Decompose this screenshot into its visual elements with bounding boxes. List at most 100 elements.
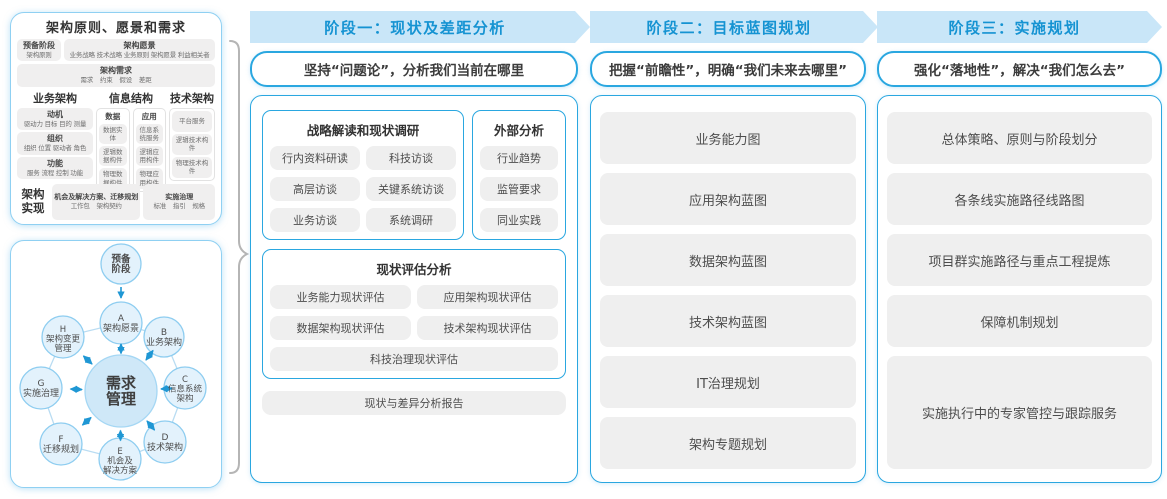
information-structure-section: 信息结构 数据 数据实体 逻辑数据构件 物理数据构件 应用 信息系统服务 逻辑应…	[96, 90, 166, 192]
external-analysis-box: 外部分析 行业趋势 监管要求 同业实践	[472, 110, 566, 240]
node-b-business	[143, 316, 185, 358]
activity-chip: 应用架构现状评估	[417, 285, 558, 309]
data-entity-box: 数据实体	[99, 123, 127, 145]
node-preliminary	[100, 243, 142, 285]
node-d-technology	[143, 420, 187, 464]
deliverable-box: 技术架构蓝图	[600, 295, 856, 347]
activity-chip: 数据架构现状评估	[270, 316, 411, 340]
activity-chip: 高层访谈	[270, 177, 360, 201]
phase-3-header-band: 阶段三：实施规划	[877, 11, 1162, 43]
phase-3-title: 阶段三：实施规划	[948, 18, 1081, 37]
prep-vision-row: 预备阶段 架构原则 架构愿景 业务战略 技术战略 业务原则 架构愿景 利益相关者	[17, 39, 215, 62]
box-title: 战略解读和现状调研	[306, 123, 420, 138]
node-requirements-management	[84, 354, 158, 428]
svg-text:预备阶段: 预备阶段	[111, 253, 131, 275]
activity-chip: 技术架构现状评估	[417, 316, 558, 340]
activity-chip: 科技治理现状评估	[270, 347, 558, 371]
physical-app-box: 物理应用构件	[135, 168, 163, 189]
box-sub: 架构原则	[26, 51, 52, 59]
gap-analysis-report-box: 现状与差异分析报告	[262, 391, 566, 415]
svg-text:需求管理: 需求管理	[106, 374, 137, 408]
activity-chip: 业务能力现状评估	[270, 285, 411, 309]
phase-1-top-row: 战略解读和现状调研 行内资料研读 科技访谈 高层访谈 关键系统访谈 业务访谈 系…	[262, 110, 566, 240]
deliverable-box: 业务能力图	[600, 112, 856, 164]
deliverable-box: 实施执行中的专家管控与跟踪服务	[887, 356, 1152, 469]
brace-decoration	[229, 40, 250, 474]
section-title: 信息结构	[109, 91, 153, 105]
opportunities-migration-box: 机会及解决方案、迁移规划 工作包 架构契约	[52, 184, 141, 220]
activity-chip: 业务访谈	[270, 208, 360, 232]
deliverable-box: 架构专题规划	[600, 417, 856, 469]
section-title: 业务架构	[33, 91, 77, 105]
box-title: 架构需求	[100, 66, 132, 76]
phase-1-content: 战略解读和现状调研 行内资料研读 科技访谈 高层访谈 关键系统访谈 业务访谈 系…	[250, 95, 578, 483]
data-column: 数据 数据实体 逻辑数据构件 物理数据构件	[96, 107, 130, 192]
box-sub: 需求 约束 假设 差距	[80, 76, 152, 85]
activity-chip: 监管要求	[480, 177, 558, 201]
box-title: 外部分析	[493, 123, 544, 138]
phase-3-subtitle-box: 强化“落地性”，解决“我们怎么去”	[877, 51, 1162, 87]
deliverable-box: 项目群实施路径与重点工程提炼	[887, 234, 1152, 286]
activity-chip: 行业趋势	[480, 146, 558, 170]
activity-chip: 同业实践	[480, 208, 558, 232]
deliverable-box: 数据架构蓝图	[600, 234, 856, 286]
deliverable-box: 保障机制规划	[887, 295, 1152, 347]
strategy-items: 行内资料研读 科技访谈 高层访谈 关键系统访谈 业务访谈 系统调研	[270, 146, 456, 232]
current-state-assessment-box: 现状评估分析 业务能力现状评估 应用架构现状评估 数据架构现状评估 技术架构现状…	[262, 249, 566, 379]
box-title: 架构愿景	[123, 41, 156, 50]
phase-2-header-band: 阶段二：目标蓝图规划	[590, 11, 878, 43]
activity-chip: 科技访谈	[366, 146, 456, 170]
node-g-governance	[19, 366, 63, 410]
panel-title: 架构原则、愿景和需求	[45, 21, 186, 36]
organization-box: 组织 组织 位置 驱动者 角色	[17, 132, 93, 155]
application-column: 应用 信息系统服务 逻辑应用构件 物理应用构件	[132, 107, 166, 192]
strategy-research-box: 战略解读和现状调研 行内资料研读 科技访谈 高层访谈 关键系统访谈 业务访谈 系…	[262, 110, 464, 240]
activity-chip: 行内资料研读	[270, 146, 360, 170]
phase-3-content: 总体策略、原则与阶段划分 各条线实施路径线路图 项目群实施路径与重点工程提炼 保…	[877, 95, 1162, 483]
physical-data-box: 物理数据构件	[99, 168, 127, 189]
phase-3-subtitle: 强化“落地性”，解决“我们怎么去”	[914, 63, 1125, 79]
phase-1-subtitle-box: 坚持“问题论”，分析我们当前在哪里	[250, 51, 578, 87]
node-f-migration	[39, 422, 83, 466]
node-h-change	[41, 315, 85, 359]
phase-2-content: 业务能力图 应用架构蓝图 数据架构蓝图 技术架构蓝图 IT治理规划 架构专题规划	[590, 95, 866, 483]
technology-architecture-section: 技术架构 平台服务 逻辑技术构件 物理技术构件	[169, 90, 215, 181]
section-title: 技术架构	[170, 91, 214, 105]
deliverable-box: 各条线实施路径线路图	[887, 173, 1152, 225]
activity-chip: 系统调研	[366, 208, 456, 232]
phase-2-subtitle-box: 把握“前瞻性”，明确“我们未来去哪里”	[590, 51, 866, 87]
business-architecture-section: 业务架构 动机 驱动力 目标 目的 测量 组织 组织 位置 驱动者 角色 功能 …	[17, 90, 93, 181]
implementation-governance-box: 实施治理 标准 指引 规格	[143, 184, 215, 220]
activity-chip: 关键系统访谈	[366, 177, 456, 201]
architecture-domains-row: 业务架构 动机 驱动力 目标 目的 测量 组织 组织 位置 驱动者 角色 功能 …	[17, 90, 215, 192]
preparation-phase-box: 预备阶段 架构原则	[17, 39, 61, 62]
technology-column: 平台服务 逻辑技术构件 物理技术构件	[169, 107, 215, 181]
physical-tech-box: 物理技术构件	[172, 156, 212, 179]
motivation-box: 动机 驱动力 目标 目的 测量	[17, 107, 93, 131]
function-box: 功能 服务 流程 控制 功能	[17, 156, 93, 180]
phase-1-subtitle: 坚持“问题论”，分析我们当前在哪里	[303, 63, 525, 79]
implementation-label: 架构实现	[21, 187, 45, 215]
deliverable-box: 总体策略、原则与阶段划分	[887, 112, 1152, 164]
platform-service-box: 平台服务	[172, 110, 212, 132]
box-title: 预备阶段	[23, 41, 55, 50]
phase-2-title: 阶段二：目标蓝图规划	[646, 18, 812, 37]
information-columns: 数据 数据实体 逻辑数据构件 物理数据构件 应用 信息系统服务 逻辑应用构件 物…	[96, 107, 166, 192]
phase-2-subtitle: 把握“前瞻性”，明确“我们未来去哪里”	[609, 63, 847, 79]
external-items: 行业趋势 监管要求 同业实践	[480, 146, 558, 232]
architecture-vision-box: 架构愿景 业务战略 技术战略 业务原则 架构愿景 利益相关者	[64, 39, 215, 62]
phase-1-title: 阶段一：现状及差距分析	[324, 18, 506, 37]
logical-app-box: 逻辑应用构件	[135, 146, 163, 167]
architecture-principles-panel: 架构原则、愿景和需求 预备阶段 架构原则 架构愿景 业务战略 技术战略 业务原则…	[10, 12, 222, 225]
info-system-service-box: 信息系统服务	[135, 123, 163, 145]
